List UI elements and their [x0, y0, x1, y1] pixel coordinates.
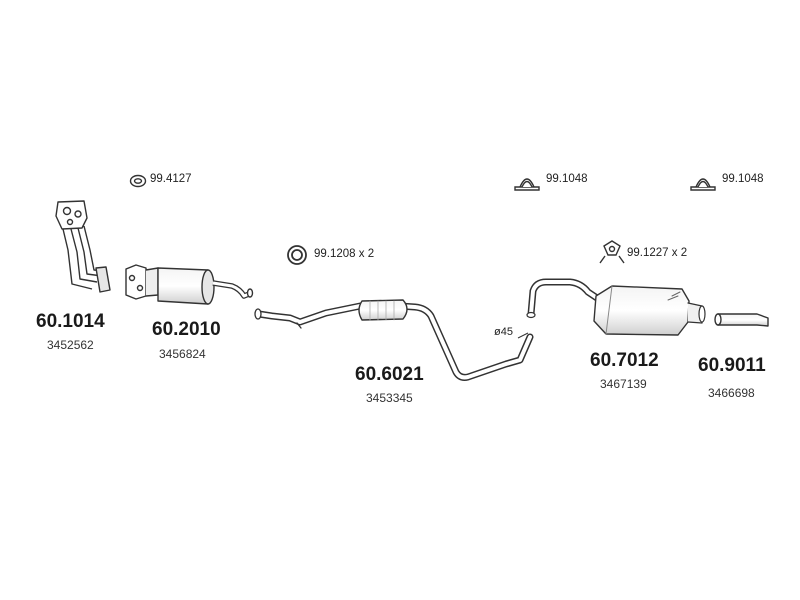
ring-label: 99.1208 x 2	[314, 248, 375, 260]
oem-number: 3456824	[159, 347, 206, 361]
clamp-label: 99.1048	[546, 173, 588, 185]
front-pipe-part	[55, 200, 111, 293]
part-number: 60.9011	[698, 355, 766, 376]
gasket-label: 99.4127	[150, 173, 192, 185]
ring-icon	[287, 245, 307, 265]
part-number: 60.6021	[355, 364, 424, 385]
middle-pipe-part	[254, 299, 534, 381]
part-number: 60.2010	[152, 319, 221, 340]
part-number: 60.1014	[36, 311, 105, 332]
front-silencer-part	[125, 264, 254, 305]
hanger-label: 99.1227 x 2	[627, 247, 688, 259]
pipe-diameter-label: ø45	[494, 326, 513, 338]
clamp-icon	[514, 178, 540, 191]
clamp-icon	[690, 178, 716, 191]
rubber-hanger-icon	[599, 240, 625, 264]
oem-number: 3467139	[600, 377, 647, 391]
oem-number: 3466698	[708, 386, 755, 400]
rear-silencer-part	[526, 278, 706, 336]
gasket-icon	[129, 174, 147, 188]
oem-number: 3453345	[366, 391, 413, 405]
tail-pipe-part	[714, 313, 769, 327]
pipe-diameter-marker	[517, 332, 529, 339]
oem-number: 3452562	[47, 338, 94, 352]
clamp-label: 99.1048	[722, 173, 764, 185]
part-number: 60.7012	[590, 350, 659, 371]
